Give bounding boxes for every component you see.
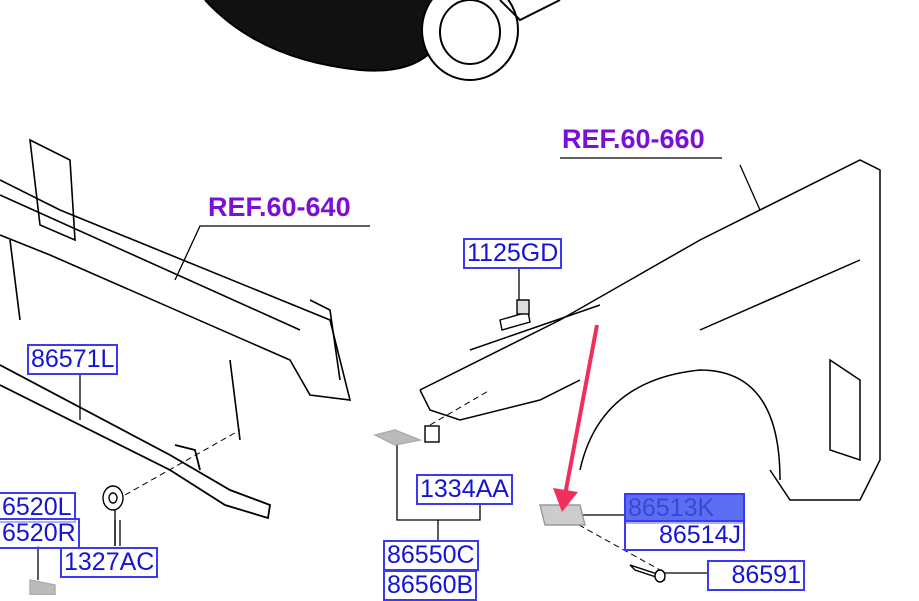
- reference-60-640[interactable]: REF.60-640: [208, 192, 351, 222]
- front-fender: [419, 159, 881, 501]
- part-label-86571L[interactable]: 86571L: [27, 344, 119, 375]
- lower-stiffener: [0, 364, 272, 520]
- dashed-assembly-lines: [124, 389, 661, 571]
- part-label-1125GD[interactable]: 1125GD: [463, 238, 563, 269]
- part-label-1334AA[interactable]: 1334AA: [416, 474, 513, 505]
- car-front-illustration: [204, 0, 561, 81]
- part-label-86520L[interactable]: 6520L: [0, 492, 76, 523]
- reference-60-660[interactable]: REF.60-660: [562, 124, 705, 154]
- small-parts: [29, 299, 666, 595]
- part-label-86550C[interactable]: 86550C: [383, 540, 479, 571]
- part-label-86520R[interactable]: 6520R: [0, 518, 80, 549]
- part-label-86514J[interactable]: 86514J: [624, 520, 745, 551]
- part-label-86560B[interactable]: 86560B: [383, 570, 478, 601]
- leader-lines: [37, 157, 761, 580]
- part-label-86591[interactable]: 86591: [707, 560, 805, 591]
- part-label-1327AC[interactable]: 1327AC: [60, 547, 159, 578]
- front-crossmember: [0, 138, 352, 441]
- part-label-86513K[interactable]: 86513K: [624, 493, 745, 524]
- highlight-arrow: [553, 324, 599, 512]
